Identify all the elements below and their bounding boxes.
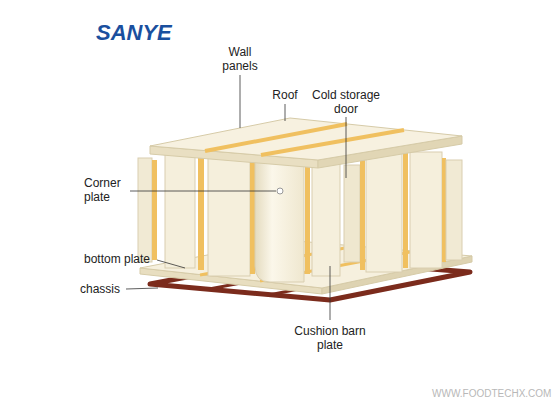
label-slot: Cold storage door bbox=[304, 88, 388, 116]
wall-panels-part bbox=[403, 152, 408, 268]
part-label: Corner plate bbox=[84, 176, 134, 204]
roof-part bbox=[205, 124, 347, 151]
leader-lines-part bbox=[240, 75, 241, 128]
leader-lines-part bbox=[157, 260, 185, 268]
brand-logo: SANYE bbox=[96, 20, 206, 46]
wall-panels-part bbox=[138, 158, 152, 262]
leader-lines-part bbox=[285, 104, 286, 121]
wall-panels-part bbox=[446, 160, 462, 260]
part-label: Cushion barn plate bbox=[286, 324, 374, 352]
label-slot: chassis bbox=[80, 282, 124, 296]
leader-lines bbox=[126, 75, 346, 320]
wall-panels-part bbox=[360, 150, 365, 270]
part-label: Wall panels bbox=[213, 45, 267, 73]
label-slot: Roof bbox=[263, 88, 307, 102]
label-slot: WWW.FOODTECHX.COM bbox=[432, 388, 554, 400]
roof bbox=[150, 118, 462, 168]
wall-panels-part bbox=[198, 148, 204, 270]
label-slot: Wall panels bbox=[213, 45, 267, 73]
part-label: chassis bbox=[80, 282, 124, 296]
leader-lines-part bbox=[126, 288, 158, 289]
watermark: WWW.FOODTECHX.COM bbox=[432, 388, 554, 400]
part-label: bottom plate bbox=[84, 252, 164, 266]
label-slot: SANYE bbox=[96, 20, 206, 46]
wall-panels-part bbox=[250, 144, 255, 274]
label-slot: Corner plate bbox=[84, 176, 134, 204]
part-label: Cold storage door bbox=[304, 88, 388, 116]
roof-part bbox=[150, 118, 462, 160]
wall-panels-part bbox=[366, 148, 402, 272]
wall-panels-part bbox=[344, 165, 360, 262]
corner-plate-part bbox=[277, 188, 283, 194]
roof-part bbox=[261, 130, 404, 155]
wall-panels-part bbox=[442, 158, 446, 262]
leader-lines-part bbox=[346, 117, 347, 178]
leader-lines-part bbox=[330, 266, 331, 320]
leader-lines-part bbox=[130, 191, 276, 192]
label-slot: bottom plate bbox=[84, 252, 164, 266]
wall-panels-part bbox=[165, 152, 195, 268]
label-slot: Cushion barn plate bbox=[286, 324, 374, 352]
wall-panels-part bbox=[410, 152, 442, 268]
wall-panels-part bbox=[152, 160, 157, 260]
part-label: Roof bbox=[263, 88, 307, 102]
